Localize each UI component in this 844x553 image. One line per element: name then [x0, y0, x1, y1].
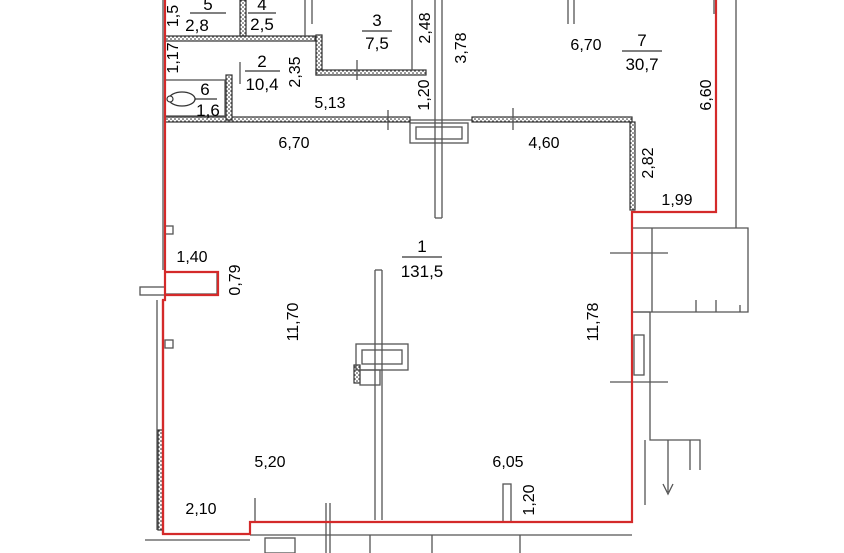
room-1-label: 1 131,5	[401, 237, 444, 281]
svg-text:7: 7	[637, 31, 646, 50]
svg-text:7,5: 7,5	[365, 34, 389, 53]
room-7-label: 7 30,7	[622, 31, 662, 74]
room-6-label: 6 1,6	[195, 80, 220, 120]
dimension-label: 6,60	[698, 79, 715, 110]
balcony-structure	[610, 0, 749, 505]
svg-text:2: 2	[257, 52, 266, 71]
svg-text:3: 3	[372, 11, 381, 30]
room-5-label: 5 2,8	[185, 0, 226, 35]
dimension-label: 3,78	[453, 32, 470, 63]
svg-text:6: 6	[200, 80, 209, 99]
dimension-label: 2,35	[287, 56, 304, 87]
svg-text:2,8: 2,8	[185, 16, 209, 35]
svg-text:10,4: 10,4	[245, 75, 278, 94]
dimension-label: 1,20	[521, 484, 538, 515]
room-2-label: 2 10,4	[245, 52, 280, 94]
svg-text:1: 1	[417, 237, 426, 256]
svg-text:30,7: 30,7	[625, 55, 658, 74]
dimension-label: 4,60	[528, 135, 559, 152]
dimension-label: 11,78	[585, 302, 602, 341]
svg-text:1,6: 1,6	[196, 101, 220, 120]
dimension-label: 2,10	[185, 501, 216, 518]
svg-text:4: 4	[257, 0, 266, 14]
svg-text:2,5: 2,5	[250, 15, 274, 34]
dimension-label: 1,5	[165, 5, 182, 27]
dimension-label: 6,70	[570, 37, 601, 54]
dimension-label: 1,40	[176, 249, 207, 266]
dimension-label: 1,17	[165, 42, 182, 73]
dimension-label: 1,20	[416, 79, 433, 110]
dimension-label: 6,05	[492, 454, 523, 471]
dimension-label: 11,70	[285, 302, 302, 341]
interior-walls	[139, 0, 715, 553]
room-3-label: 3 7,5	[362, 11, 392, 53]
dimension-label: 0,79	[227, 264, 244, 295]
dimension-label: 2,48	[417, 12, 434, 43]
room-4-label: 4 2,5	[248, 0, 276, 34]
dimension-label: 5,13	[314, 95, 345, 112]
svg-text:131,5: 131,5	[401, 262, 444, 281]
dimension-label: 5,20	[254, 454, 285, 471]
dimension-label: 1,99	[661, 192, 692, 209]
svg-text:5: 5	[203, 0, 212, 14]
dimension-label: 2,82	[640, 147, 657, 178]
dimension-label: 6,70	[278, 135, 309, 152]
